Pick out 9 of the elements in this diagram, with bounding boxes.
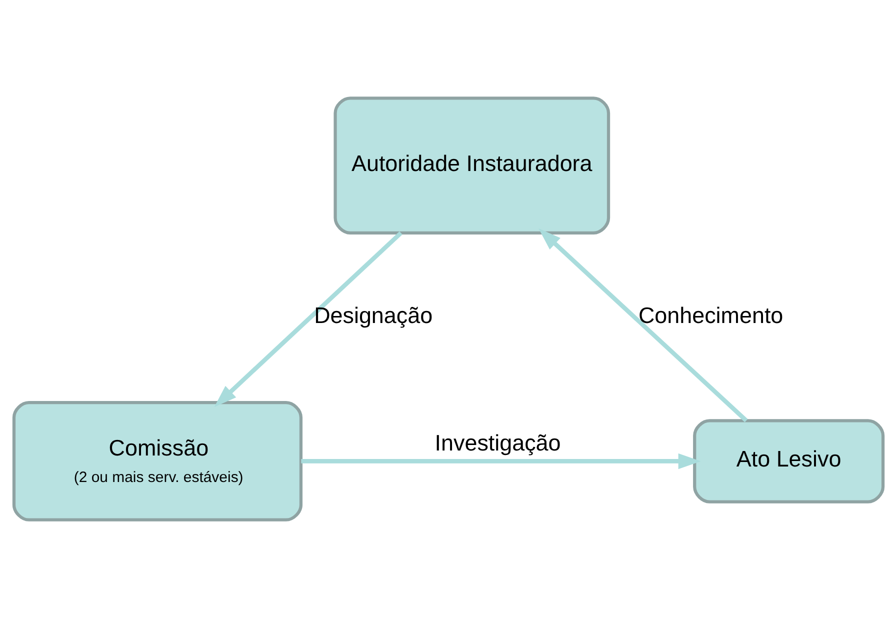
arrow xyxy=(538,228,748,422)
edge-label: Designação xyxy=(314,303,432,328)
arrow xyxy=(214,231,402,407)
node-box: Comissão (2 ou mais serv. estáveis) xyxy=(12,401,302,522)
edge-label: Conhecimento xyxy=(638,303,783,328)
node-box: Ato Lesivo xyxy=(692,419,884,504)
node-box: Autoridade Instauradora xyxy=(333,96,610,234)
edge-label: Investigação xyxy=(434,430,560,456)
arrow xyxy=(300,453,700,470)
